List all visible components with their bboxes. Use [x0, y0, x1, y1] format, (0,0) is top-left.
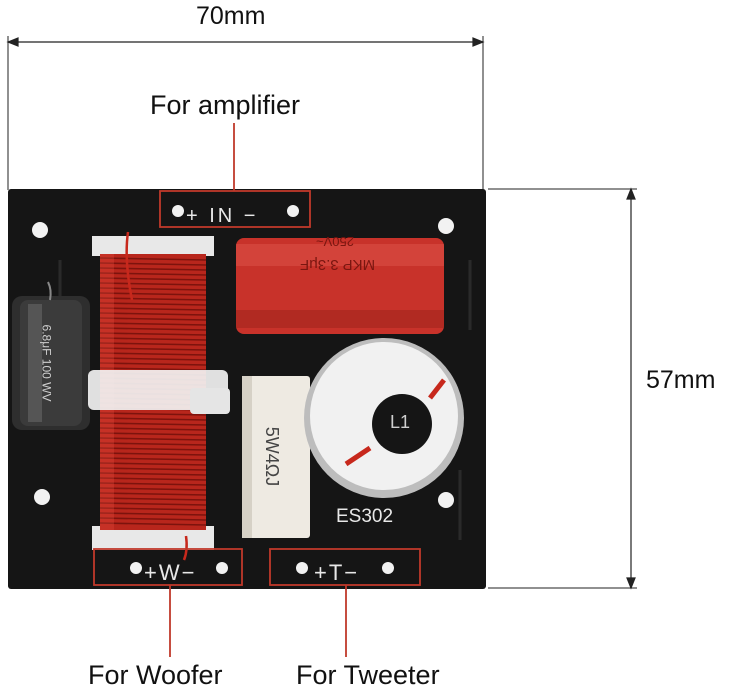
amplifier-caption: For amplifier: [150, 90, 301, 120]
callout-tweeter: [269, 548, 421, 657]
woofer-terminal-label: +W−: [144, 560, 197, 585]
air-core-inductor: [88, 231, 230, 561]
electrolytic-capacitor: [12, 281, 90, 430]
mounting-holes: [32, 205, 454, 574]
width-dimension-line: [6, 36, 485, 190]
inductor-label: L1: [390, 412, 411, 432]
resistor-label: 5W4ΩJ: [262, 426, 283, 487]
callout-woofer: [93, 548, 243, 657]
in-terminal-label: + IN −: [186, 205, 259, 227]
model-label: ES302: [336, 506, 394, 527]
electrolytic-label: 6.8μF 100 WV: [39, 324, 54, 402]
capacitor-voltage-label: 250V~: [316, 234, 354, 249]
capacitor-label: MKP 3.3μF: [300, 256, 376, 273]
height-dimension-label: 57mm: [646, 366, 716, 394]
width-dimension-label: 70mm: [196, 2, 266, 30]
cement-resistor: [242, 376, 310, 538]
woofer-caption: For Woofer: [88, 660, 223, 690]
film-capacitor: [236, 238, 444, 334]
toroid-inductor: [304, 338, 464, 498]
tweeter-terminal-label: +T−: [314, 560, 360, 585]
height-dimension-line: [488, 187, 637, 590]
callout-in: [159, 123, 311, 228]
tweeter-caption: For Tweeter: [296, 660, 440, 690]
